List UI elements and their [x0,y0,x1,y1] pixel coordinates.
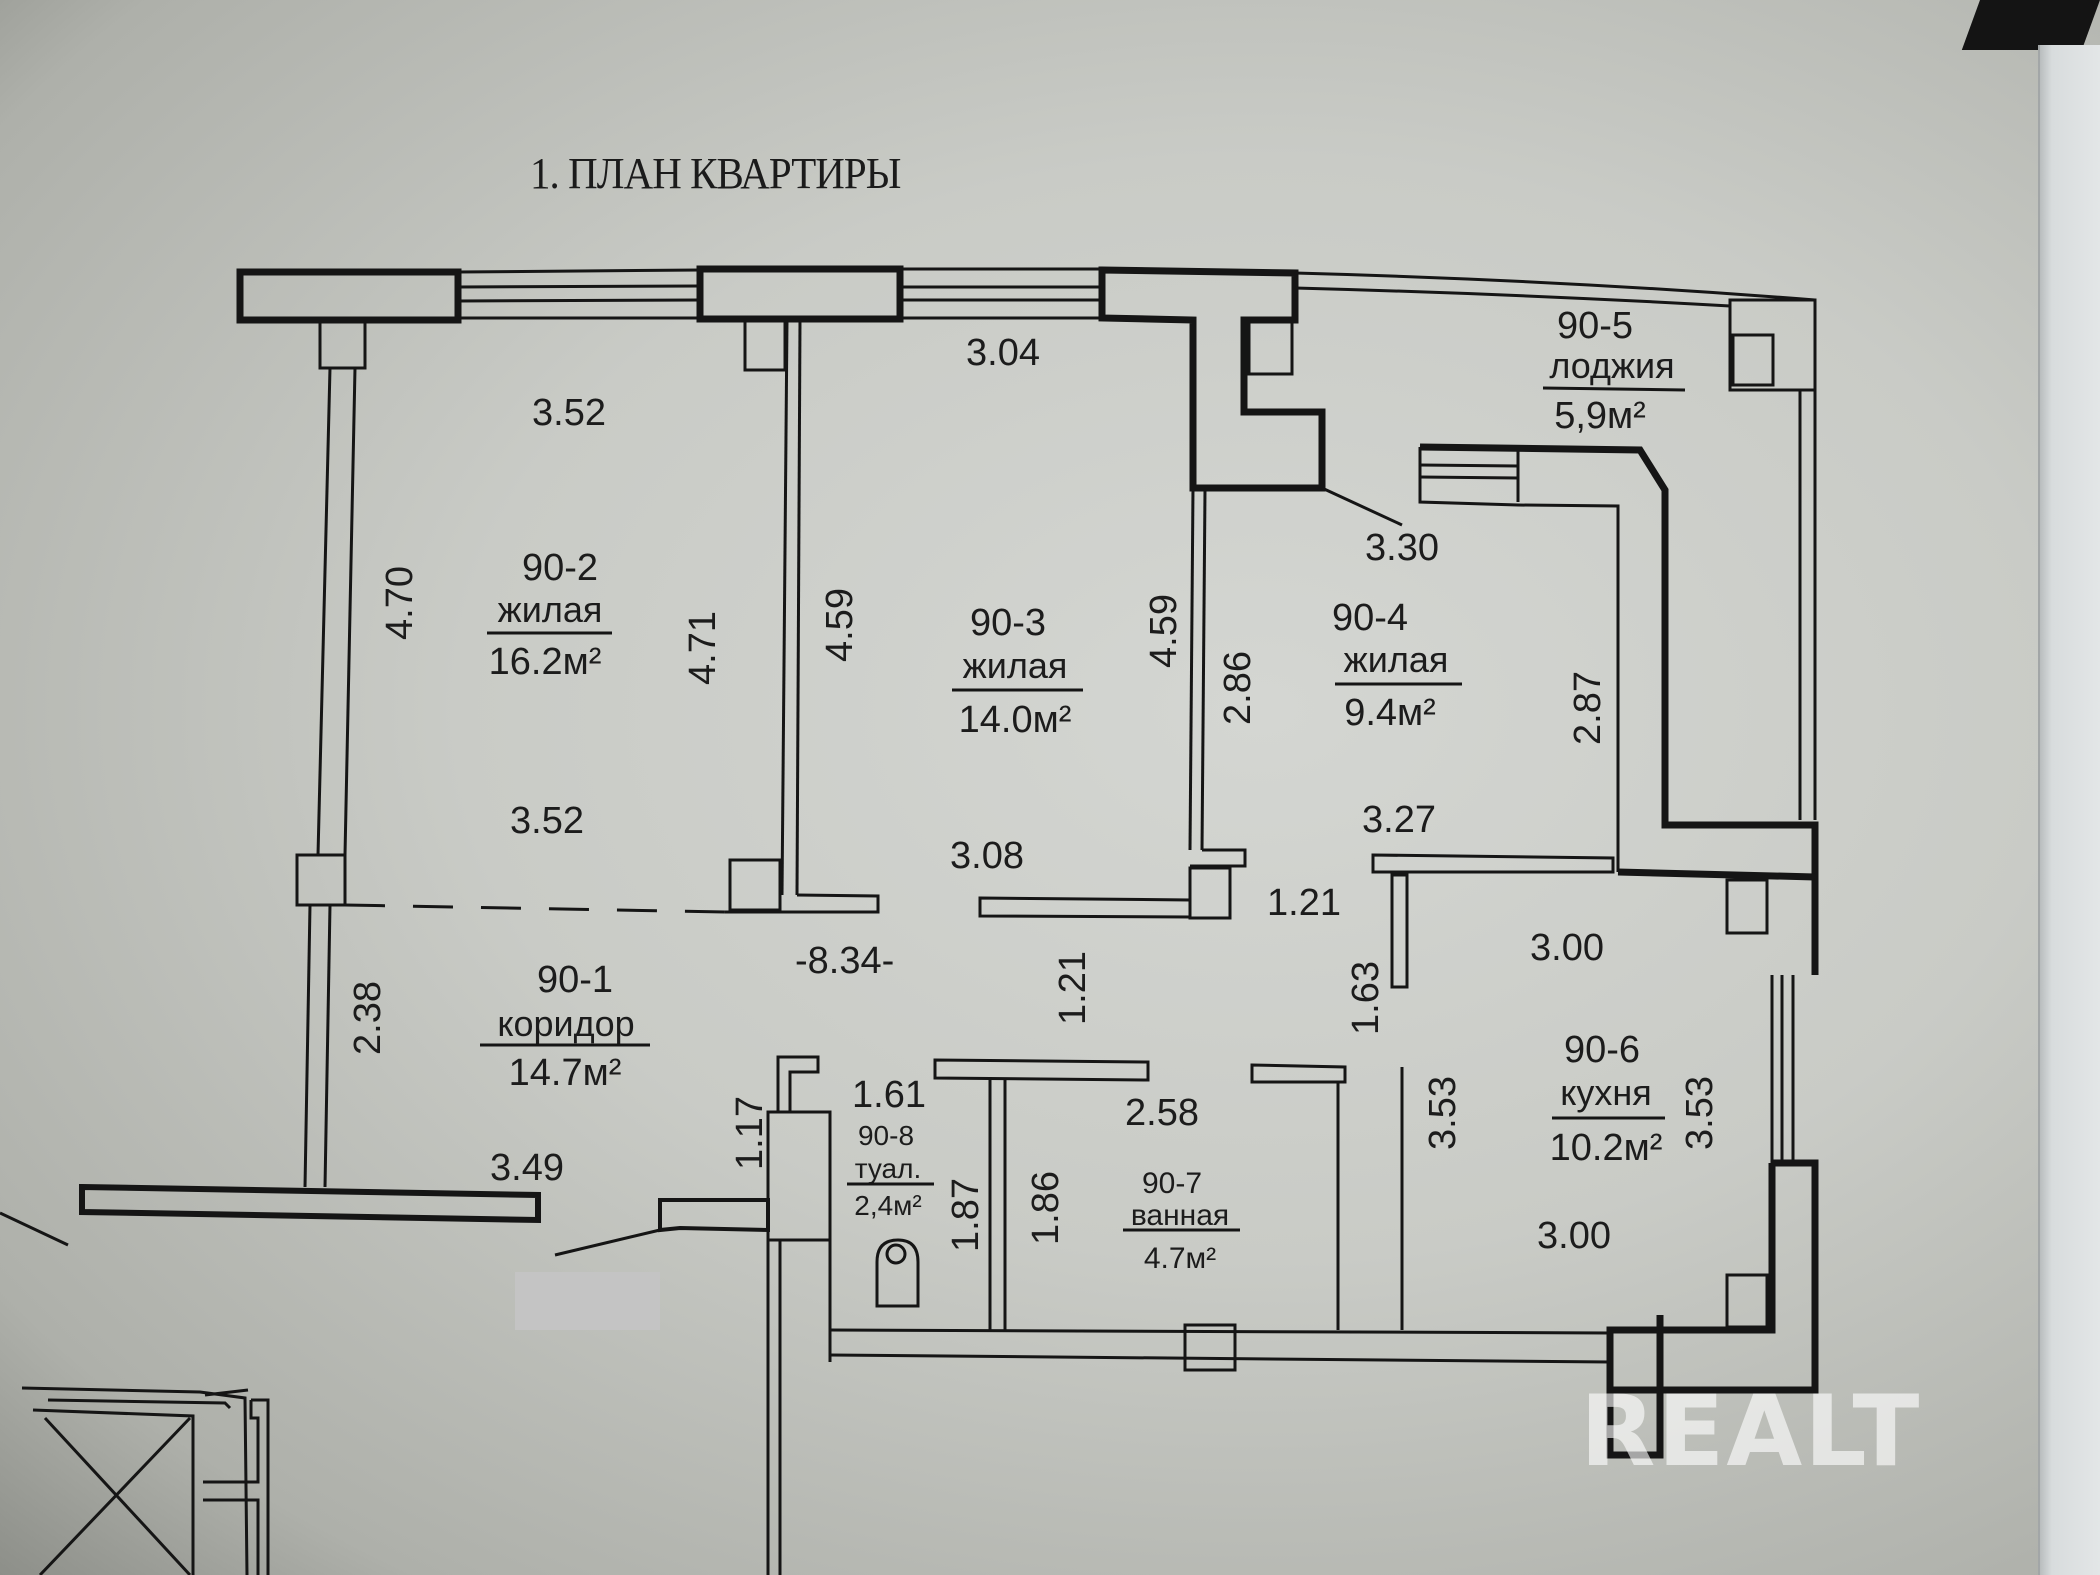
wall-segment [933,1058,1150,1082]
wall-pier [236,268,462,324]
wall-column [743,318,787,372]
room-area: 2,4м² [854,1190,922,1221]
room-90-2: 90-2 жилая 16.2м² [487,547,612,683]
dim-r4-right: 2.87 [1567,671,1609,745]
door-swing [0,1211,69,1247]
room-type: кухня [1560,1072,1652,1113]
dim-corridor-bottom: 3.49 [490,1147,564,1189]
room-number: 90-5 [1557,305,1633,347]
room-labels: 90-1 коридор 14.7м² 90-2 жилая 16.2м² 90… [480,305,1686,1275]
walls [0,265,1819,1575]
loggia-edge [1294,286,1731,308]
room-area: 9.4м² [1344,692,1436,734]
dim-r3-bottom: 3.08 [950,835,1024,877]
dim-corridor-right-v: 1.63 [1345,961,1387,1035]
room-type: туал. [855,1153,922,1184]
wall-segment [978,896,1192,919]
room-90-3: 90-3 жилая 14.0м² [952,602,1083,741]
wall-column [1731,333,1775,387]
dim-r7-top: 2.58 [1125,1092,1199,1134]
wall-segment [1371,853,1615,874]
room-number: 90-6 [1564,1029,1640,1071]
dim-r6-top: 3.00 [1530,927,1604,969]
room-area: 10.2м² [1550,1127,1663,1169]
room-90-5: 90-5 лоджия 5,9м² [1542,305,1686,437]
dim-r6-right: 3.53 [1679,1076,1721,1150]
window [457,268,701,320]
wall-column [295,853,347,907]
elevator-cross [38,1416,192,1575]
dim-corridor-mid-v: 1.21 [1052,951,1094,1025]
room-type: жилая [1344,639,1449,680]
room-area: 16.2м² [489,641,602,683]
room-area: 5,9м² [1554,395,1646,437]
room-number: 90-4 [1332,597,1408,639]
room-area: 14.0м² [959,699,1072,741]
room-type: жилая [963,645,1068,686]
room-label-underline [1542,386,1686,392]
wall-column [1247,320,1294,376]
dim-r2-top: 3.52 [532,392,606,434]
room-number: 90-8 [858,1120,914,1151]
dim-r3-top: 3.04 [966,332,1040,374]
dim-r2-right: 4.71 [682,611,724,685]
page-edge [2038,45,2100,1575]
loggia-edge [1294,271,1816,302]
window [900,267,1102,320]
dim-r6-left: 3.53 [1422,1076,1464,1150]
dim-r7-left: 1.86 [1025,1171,1067,1245]
wall-column [1725,1273,1769,1329]
dim-corridor-left: 2.38 [347,981,389,1055]
wall-balcony-door [1418,447,1620,872]
dim-r8-top: 1.61 [852,1074,926,1116]
dim-entry-v: 1.17 [729,1096,771,1170]
dim-r2-bottom: 3.52 [510,800,584,842]
room-90-7: 90-7 ванная 4.7м² [1123,1167,1240,1275]
room-number: 90-2 [522,547,598,589]
room-type: лоджия [1549,345,1674,386]
wall-segment [1390,873,1409,989]
redacted-block [515,1272,660,1330]
dim-r3-left: 4.59 [819,588,861,662]
dim-corridor-mid-h: 1.21 [1267,882,1341,924]
room-type: коридор [497,1003,634,1044]
wall-exterior [1419,443,1819,975]
room-area: 4.7м² [1144,1242,1216,1275]
wall-exterior [79,1183,541,1224]
wall-column [1188,866,1232,920]
dim-r4-top: 3.30 [1365,527,1439,569]
wall-column [1725,878,1769,935]
dim-r3-right: 4.59 [1143,594,1185,668]
dashed-boundary [344,903,726,914]
room-90-1: 90-1 коридор 14.7м² [480,959,650,1094]
room-number: 90-1 [537,959,613,1001]
elevator-cross [43,1416,192,1575]
room-number: 90-7 [1142,1167,1202,1200]
wall-column [1183,1323,1237,1372]
wall-column [728,858,782,912]
room-90-4: 90-4 жилая 9.4м² [1332,597,1462,734]
room-area: 14.7м² [509,1052,622,1094]
room-90-6: 90-6 кухня 10.2м² [1550,1029,1665,1169]
wall-pier [1098,266,1326,492]
dim-r2-left: 4.70 [379,566,421,640]
wall-column [318,318,367,370]
dim-r8-right: 1.87 [945,1178,987,1252]
dimension-labels: 3.52 3.52 4.70 4.71 3.04 3.08 4.59 4.59 … [347,332,1721,1257]
dim-r6-bottom: 3.00 [1537,1215,1611,1257]
room-90-8: 90-8 туал. 2,4м² [847,1120,934,1221]
dim-r4-left: 2.86 [1217,651,1259,725]
room-type: ванная [1131,1199,1229,1232]
wall-pier [696,265,904,323]
realt-watermark: REALT [1580,1375,1922,1489]
page-title: 1. ПЛАН КВАРТИРЫ [530,149,901,198]
toilet-fixture [875,1238,920,1308]
dim-r4-bottom: 3.27 [1362,799,1436,841]
dimension-leader [1321,486,1403,527]
dim-corridor-length: -8.34- [795,940,894,982]
room-number: 90-3 [970,602,1046,644]
toilet-bowl [885,1243,907,1265]
room-type: жилая [498,589,603,630]
